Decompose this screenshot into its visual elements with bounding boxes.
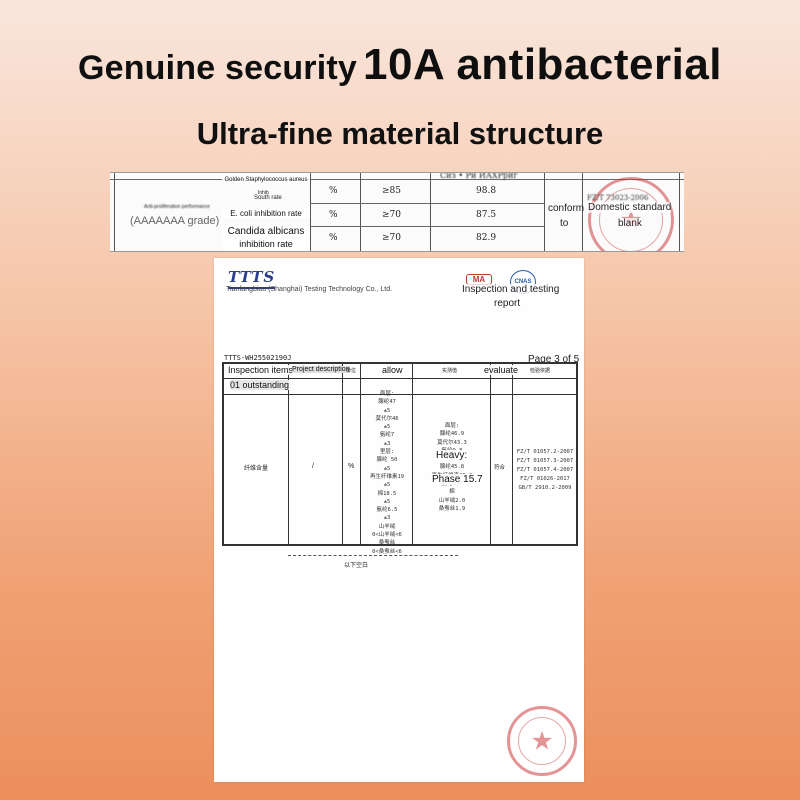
- allowed-line: ±5: [383, 407, 391, 414]
- measured-values: 面层:腺纶46.9莫代尔43.3氨纶9.8里层:腺纶45.8再生纤维素20.2氨…: [414, 422, 490, 513]
- allowed-line: 0<山羊绒<6: [372, 532, 402, 539]
- row1-req: ≥85: [382, 186, 401, 196]
- measured-heavy: Heavy:: [436, 450, 468, 461]
- col-project-description: Project description: [292, 366, 350, 373]
- row1-val: 98.8: [476, 186, 497, 196]
- page-number: Page 3 of 5: [528, 354, 580, 365]
- report-seal-icon: ★: [507, 706, 577, 776]
- allowed-line: 面层:: [379, 391, 395, 397]
- measured-line: 面层:: [444, 423, 460, 429]
- ttts-logo: TTTS: [228, 268, 276, 289]
- strip-stamp-code: FZ/T 73023-2006: [587, 194, 649, 202]
- allowed-line: 腺纶 50: [376, 457, 398, 464]
- end-note: 以下空白: [344, 563, 369, 569]
- col-inspection-items: Inspection items: [228, 365, 294, 375]
- judgement-to: to: [560, 218, 569, 229]
- allowed-line: ±5: [383, 498, 391, 505]
- row2-req: ≥70: [382, 210, 401, 220]
- allowed-line: 山羊绒: [378, 523, 396, 530]
- row3-val: 82.9: [476, 233, 497, 243]
- cutoff-text: Сиз • Ри ИАХРрйг: [440, 172, 518, 180]
- item-fiber-content: 纤维含量: [244, 466, 269, 472]
- allowed-line: 氨纶7: [379, 432, 395, 439]
- row3-unit: %: [329, 233, 338, 243]
- col-measured: 实测值: [442, 368, 458, 374]
- row1-name-b: Inhib: [258, 190, 269, 196]
- category-small-label: Anti-proliferation performance: [144, 204, 210, 210]
- test-report-page: TTTS Tianfangbiao (Shanghai) Testing Tec…: [214, 258, 584, 782]
- report-title-2: report: [494, 298, 521, 309]
- row1-name: Golden Staphylococcus aureus: [222, 177, 310, 183]
- row1-name-c: South rate: [254, 195, 282, 201]
- allowed-line: 莫代尔46: [375, 415, 399, 422]
- basis-line: FZ/T 01057.2-2007: [516, 449, 574, 455]
- fiber-content-table: Inspection items Project description 单位 …: [222, 362, 578, 555]
- allowed-line: ±3: [383, 515, 391, 522]
- allowed-line: 棉18.5: [377, 490, 397, 497]
- row2-unit: %: [329, 210, 338, 220]
- measured-line: 腺纶46.9: [439, 431, 465, 438]
- measured-line: 山羊绒2.0: [438, 497, 466, 504]
- row1-unit: %: [329, 186, 338, 196]
- basis-line: FZ/T 01026-2017: [520, 476, 570, 482]
- allowed-line: 里层:: [379, 449, 395, 456]
- basis-line: FZ/T 01057.3-2007: [516, 458, 574, 464]
- col-allow: allow: [382, 365, 403, 375]
- standard-domestic: Domestic standard: [588, 202, 672, 213]
- col-basis: 检验依据: [530, 368, 551, 374]
- unit-value: %: [348, 463, 355, 470]
- col-evaluate: evaluate: [484, 365, 519, 375]
- antibacterial-result-strip: Сиз • Ри ИАХРрйг Anti-proliferation perf…: [110, 172, 684, 252]
- company-name: Tianfangbiao (Shanghai) Testing Technolo…: [226, 286, 393, 293]
- row-outstanding: 01 outstanding: [230, 380, 290, 390]
- strip-seal-icon: ★: [588, 177, 674, 251]
- sub-heading: Ultra-fine material structure: [196, 116, 604, 151]
- project-value: /: [312, 463, 314, 470]
- allowed-line: 腺纶47: [378, 399, 396, 406]
- allowed-line: 氨纶6.5: [376, 507, 398, 514]
- row3-name-b: inhibition rate: [222, 239, 310, 249]
- row2-name: E. coli inhibition rate: [222, 209, 310, 218]
- measured-line: 桑蚕丝1.9: [438, 505, 466, 512]
- standard-blank: blank: [618, 218, 642, 229]
- allowed-line: 桑蚕丝: [378, 540, 396, 547]
- heading-security: Genuine security: [77, 49, 358, 87]
- measured-phase: Phase 15.7: [432, 474, 483, 485]
- allowed-line: ±3: [383, 440, 391, 447]
- allowed-line: ±5: [383, 482, 391, 489]
- report-title: Inspection and testing: [462, 284, 560, 295]
- measured-line: 腺纶45.8: [439, 464, 465, 471]
- judgement-conform: conform: [548, 203, 585, 214]
- basis-line: FZ/T 01057.4-2007: [516, 467, 574, 473]
- heading-antibacterial: 10A antibacterial: [363, 40, 723, 89]
- allowed-line: ±5: [383, 465, 391, 472]
- row2-val: 87.5: [476, 210, 497, 220]
- category-grade: (AAAAAAA grade): [130, 215, 220, 227]
- allowed-line: 0<桑蚕丝<6: [372, 548, 402, 555]
- col-unit: 单位: [346, 368, 357, 374]
- row3-req: ≥70: [382, 233, 401, 243]
- allowed-line: ±5: [383, 424, 391, 431]
- report-number: TTTS-WH25502190J: [224, 354, 292, 362]
- measured-line: 莫代尔43.3: [437, 439, 467, 446]
- measured-line: 棉: [449, 489, 455, 496]
- allowed-line: 再生纤维素19: [369, 473, 405, 480]
- row3-name: Candida albicans: [222, 226, 310, 237]
- basis-line: GB/T 2910.2-2009: [518, 485, 572, 491]
- evaluate-value: 符合: [494, 465, 506, 471]
